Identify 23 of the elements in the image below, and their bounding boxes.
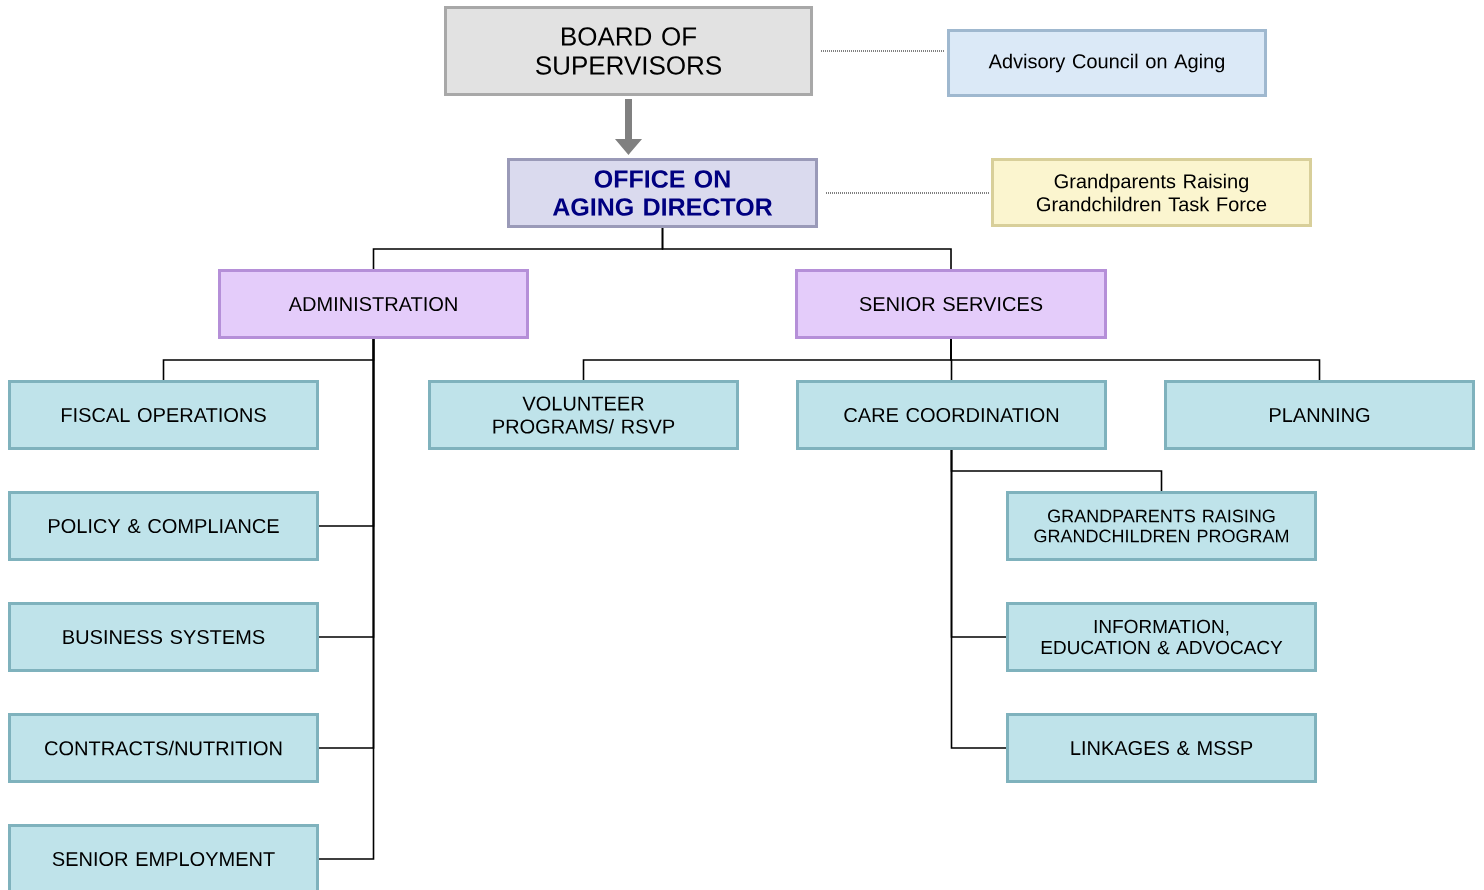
unit-box: LINKAGES & MSSP [1006,713,1317,783]
board-box: BOARD OF SUPERVISORS [444,6,813,96]
unit-box: CONTRACTS/NUTRITION [8,713,319,783]
unit-box: SENIOR EMPLOYMENT [8,824,319,890]
unit-box: POLICY & COMPLIANCE [8,491,319,561]
connector-line [825,192,990,194]
unit-box: INFORMATION, EDUCATION & ADVOCACY [1006,602,1317,672]
unit-box: SENIOR SERVICES [795,269,1107,339]
council-box: Advisory Council on Aging [947,29,1267,97]
connector-line [950,338,1321,381]
unit-box: VOLUNTEER PROGRAMS/ RSVP [428,380,739,450]
connector-line [661,227,952,270]
unit-box: PLANNING [1164,380,1475,450]
connector-line [820,50,946,52]
unit-box: CARE COORDINATION [796,380,1107,450]
unit-box: FISCAL OPERATIONS [8,380,319,450]
unit-box: GRANDPARENTS RAISING GRANDCHILDREN PROGRAM [1006,491,1317,561]
unit-box: BUSINESS SYSTEMS [8,602,319,672]
unit-box: ADMINISTRATION [218,269,529,339]
director-box: OFFICE ON AGING DIRECTOR [507,158,818,228]
task-force-box: Grandparents Raising Grandchildren Task Force [991,158,1312,227]
connector-line [318,338,375,860]
connector-line [950,449,1007,749]
